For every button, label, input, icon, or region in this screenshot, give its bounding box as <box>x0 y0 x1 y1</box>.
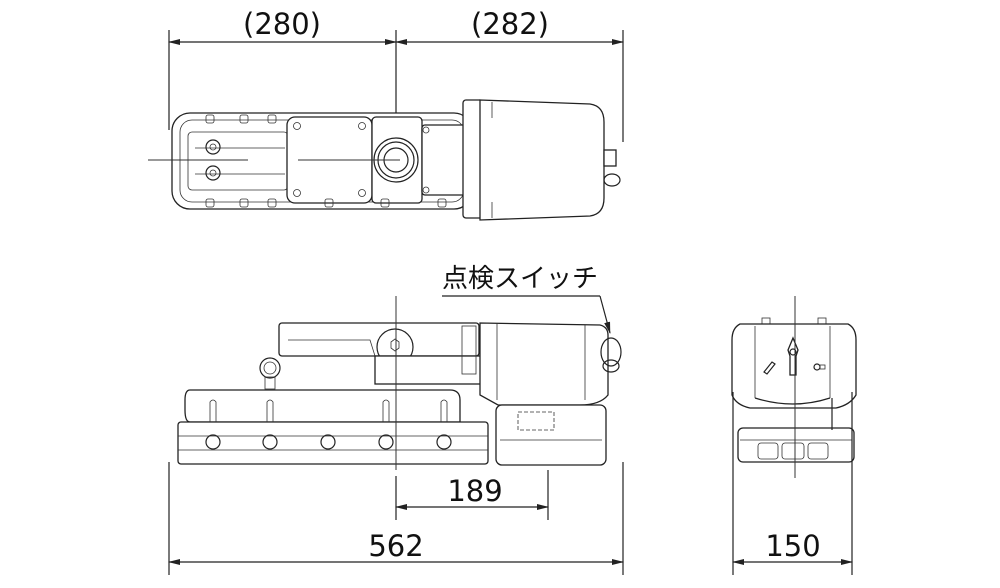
side-view-body <box>177 322 622 466</box>
top-view-bolts <box>205 114 447 208</box>
side-dimension-lines <box>168 462 624 575</box>
dim-width: 150 <box>765 529 820 563</box>
end-view-body <box>731 317 857 463</box>
callout-inspection-switch: 点検スイッチ <box>442 264 598 294</box>
side-view-ribs <box>209 399 448 422</box>
dim-left-length: (280) <box>243 7 321 41</box>
side-view-bolt-holes <box>205 434 452 450</box>
end-view: 150 <box>731 296 857 575</box>
dim-right-length: (282) <box>471 7 549 41</box>
dim-overall-length: 562 <box>368 529 423 563</box>
side-view: 点検スイッチ <box>168 264 624 575</box>
end-dimension-lines <box>732 392 853 575</box>
dim-offset: 189 <box>447 474 502 508</box>
top-dimension-lines <box>168 30 624 170</box>
callout-leader-arrow <box>599 295 611 334</box>
top-view: (280) (282) <box>148 7 624 221</box>
